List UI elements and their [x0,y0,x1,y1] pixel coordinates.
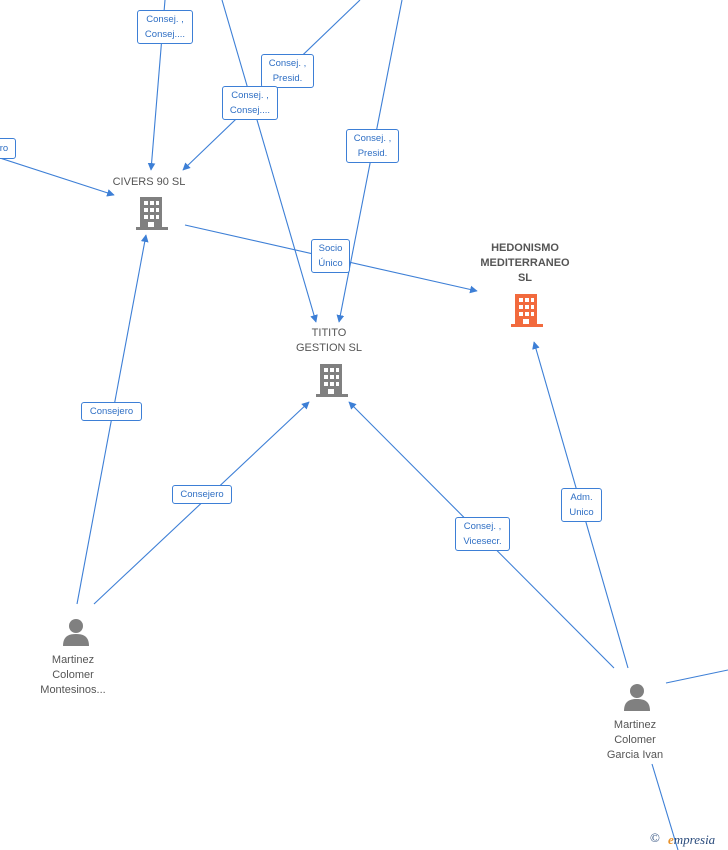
node-label-montesinos: Martinez Colomer Montesinos... [40,654,106,696]
node-label-garcia: Martinez Colomer Garcia Ivan [606,719,664,761]
edge-label-consej-presid-top: Consej. , Presid. [261,54,314,88]
edge-label-consej-vicesecr: Consej. , Vicesecr. [455,517,510,551]
person-icon [624,684,650,711]
node-label-civers: CIVERS 90 SL [112,176,186,188]
edge-label-adm-unico: Adm. Unico [561,488,602,522]
edge-label-consejero-left: Consejero [81,402,142,421]
building-icon [136,197,168,230]
copyright-icon: © [650,830,660,845]
edge-label-consej-presid-right: Consej. , Presid. [346,129,399,163]
edge-label-consejero-mid: Consejero [172,485,232,504]
edge-label-socio-unico: Socio Único [311,239,350,273]
edge-label-left-cut: ro [0,138,16,159]
edge-left-to-civers [0,157,115,197]
brand-logo: empresia [668,832,715,848]
node-label-hedonismo: HEDONISMO MEDITERRANEO SL [480,242,570,284]
person-icon [63,619,89,646]
edge-label-consej-top: Consej. , Consej.... [137,10,193,44]
brand-rest: mpresia [673,832,716,847]
edge-label-consej-mid: Consej. , Consej.... [222,86,278,120]
edge-garcia-bottom [651,763,679,850]
edge-garcia-right [665,669,728,684]
brand-initial: e [668,832,674,847]
node-label-titito: TITITO GESTION SL [295,327,363,354]
building-highlight-icon [511,294,543,327]
edge-top-to-titito [221,0,318,323]
building-icon [316,364,348,397]
